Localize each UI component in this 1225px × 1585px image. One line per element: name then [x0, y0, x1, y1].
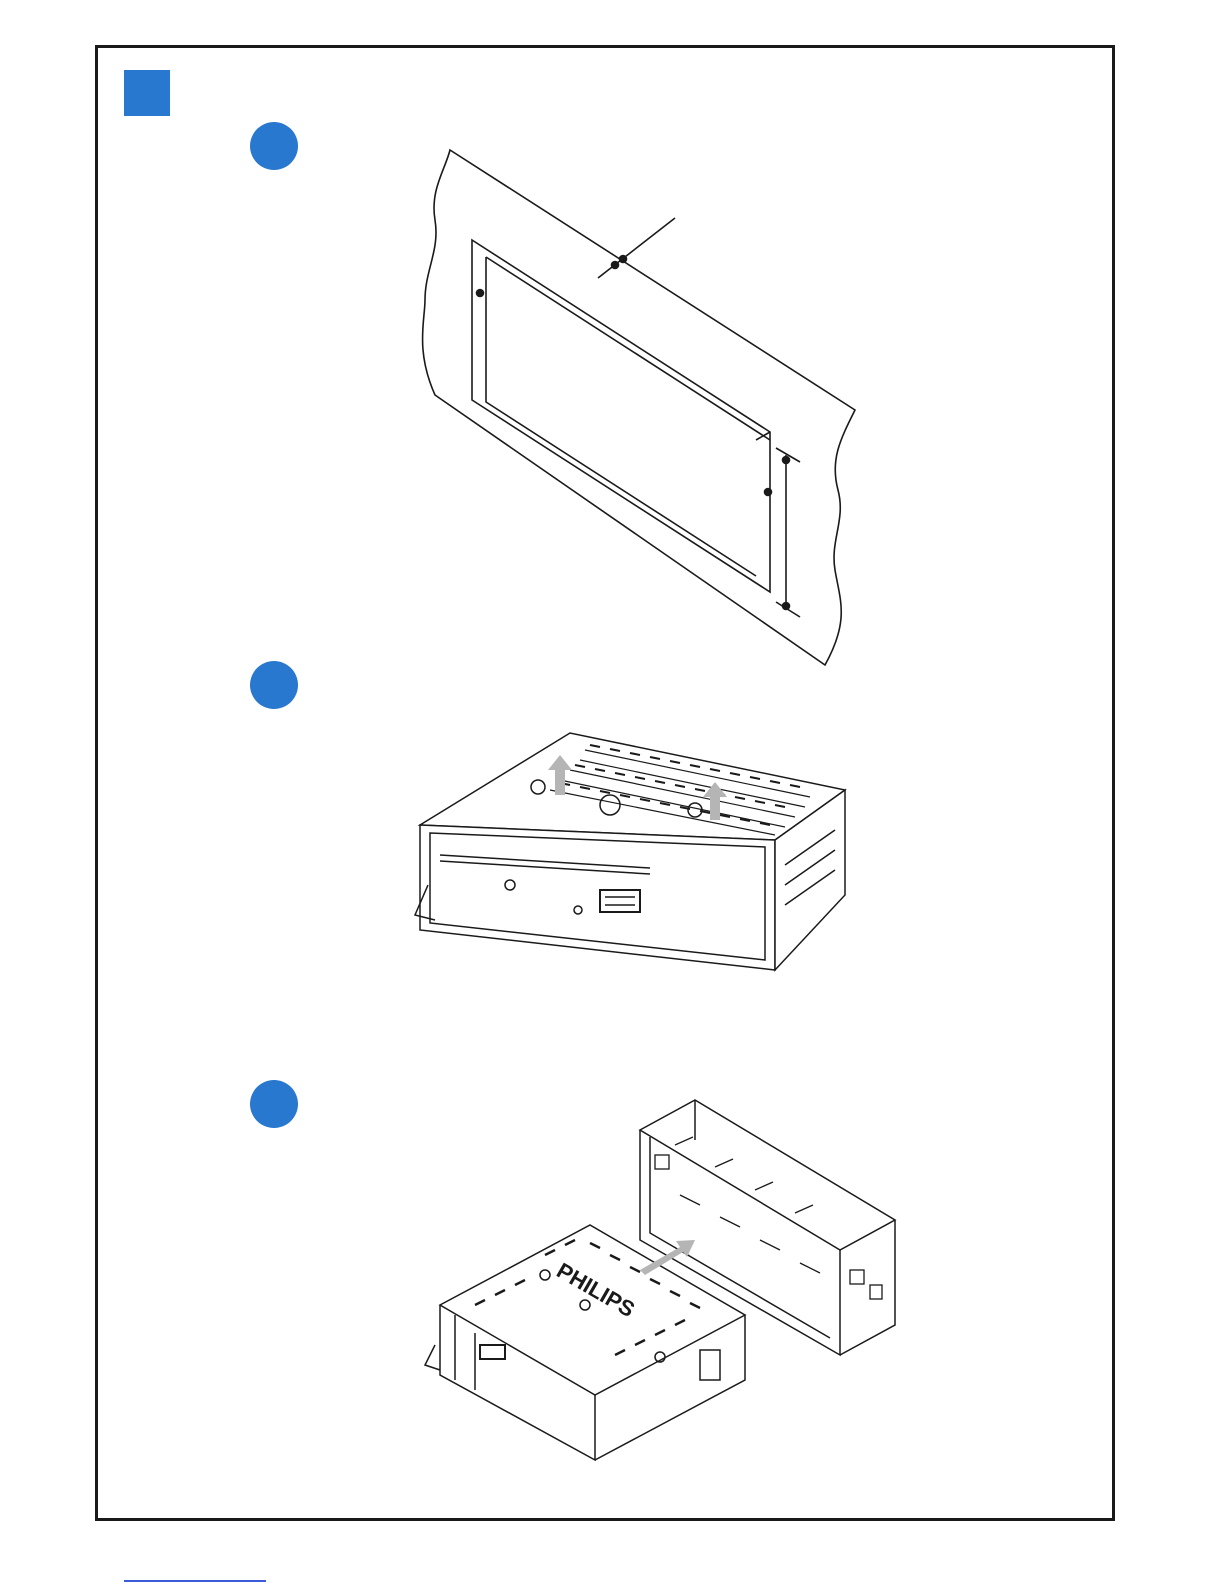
section-marker [124, 70, 170, 116]
unit-and-sleeve-illustration: PHILIPS [415, 1095, 905, 1465]
bottom-link-underline[interactable] [124, 1580, 266, 1582]
dashboard-opening-illustration [410, 140, 860, 675]
step-3-dot [250, 1080, 298, 1128]
step-1-dot [250, 122, 298, 170]
unit-sleeve-removal-illustration [410, 725, 850, 975]
step-2-dot [250, 661, 298, 709]
